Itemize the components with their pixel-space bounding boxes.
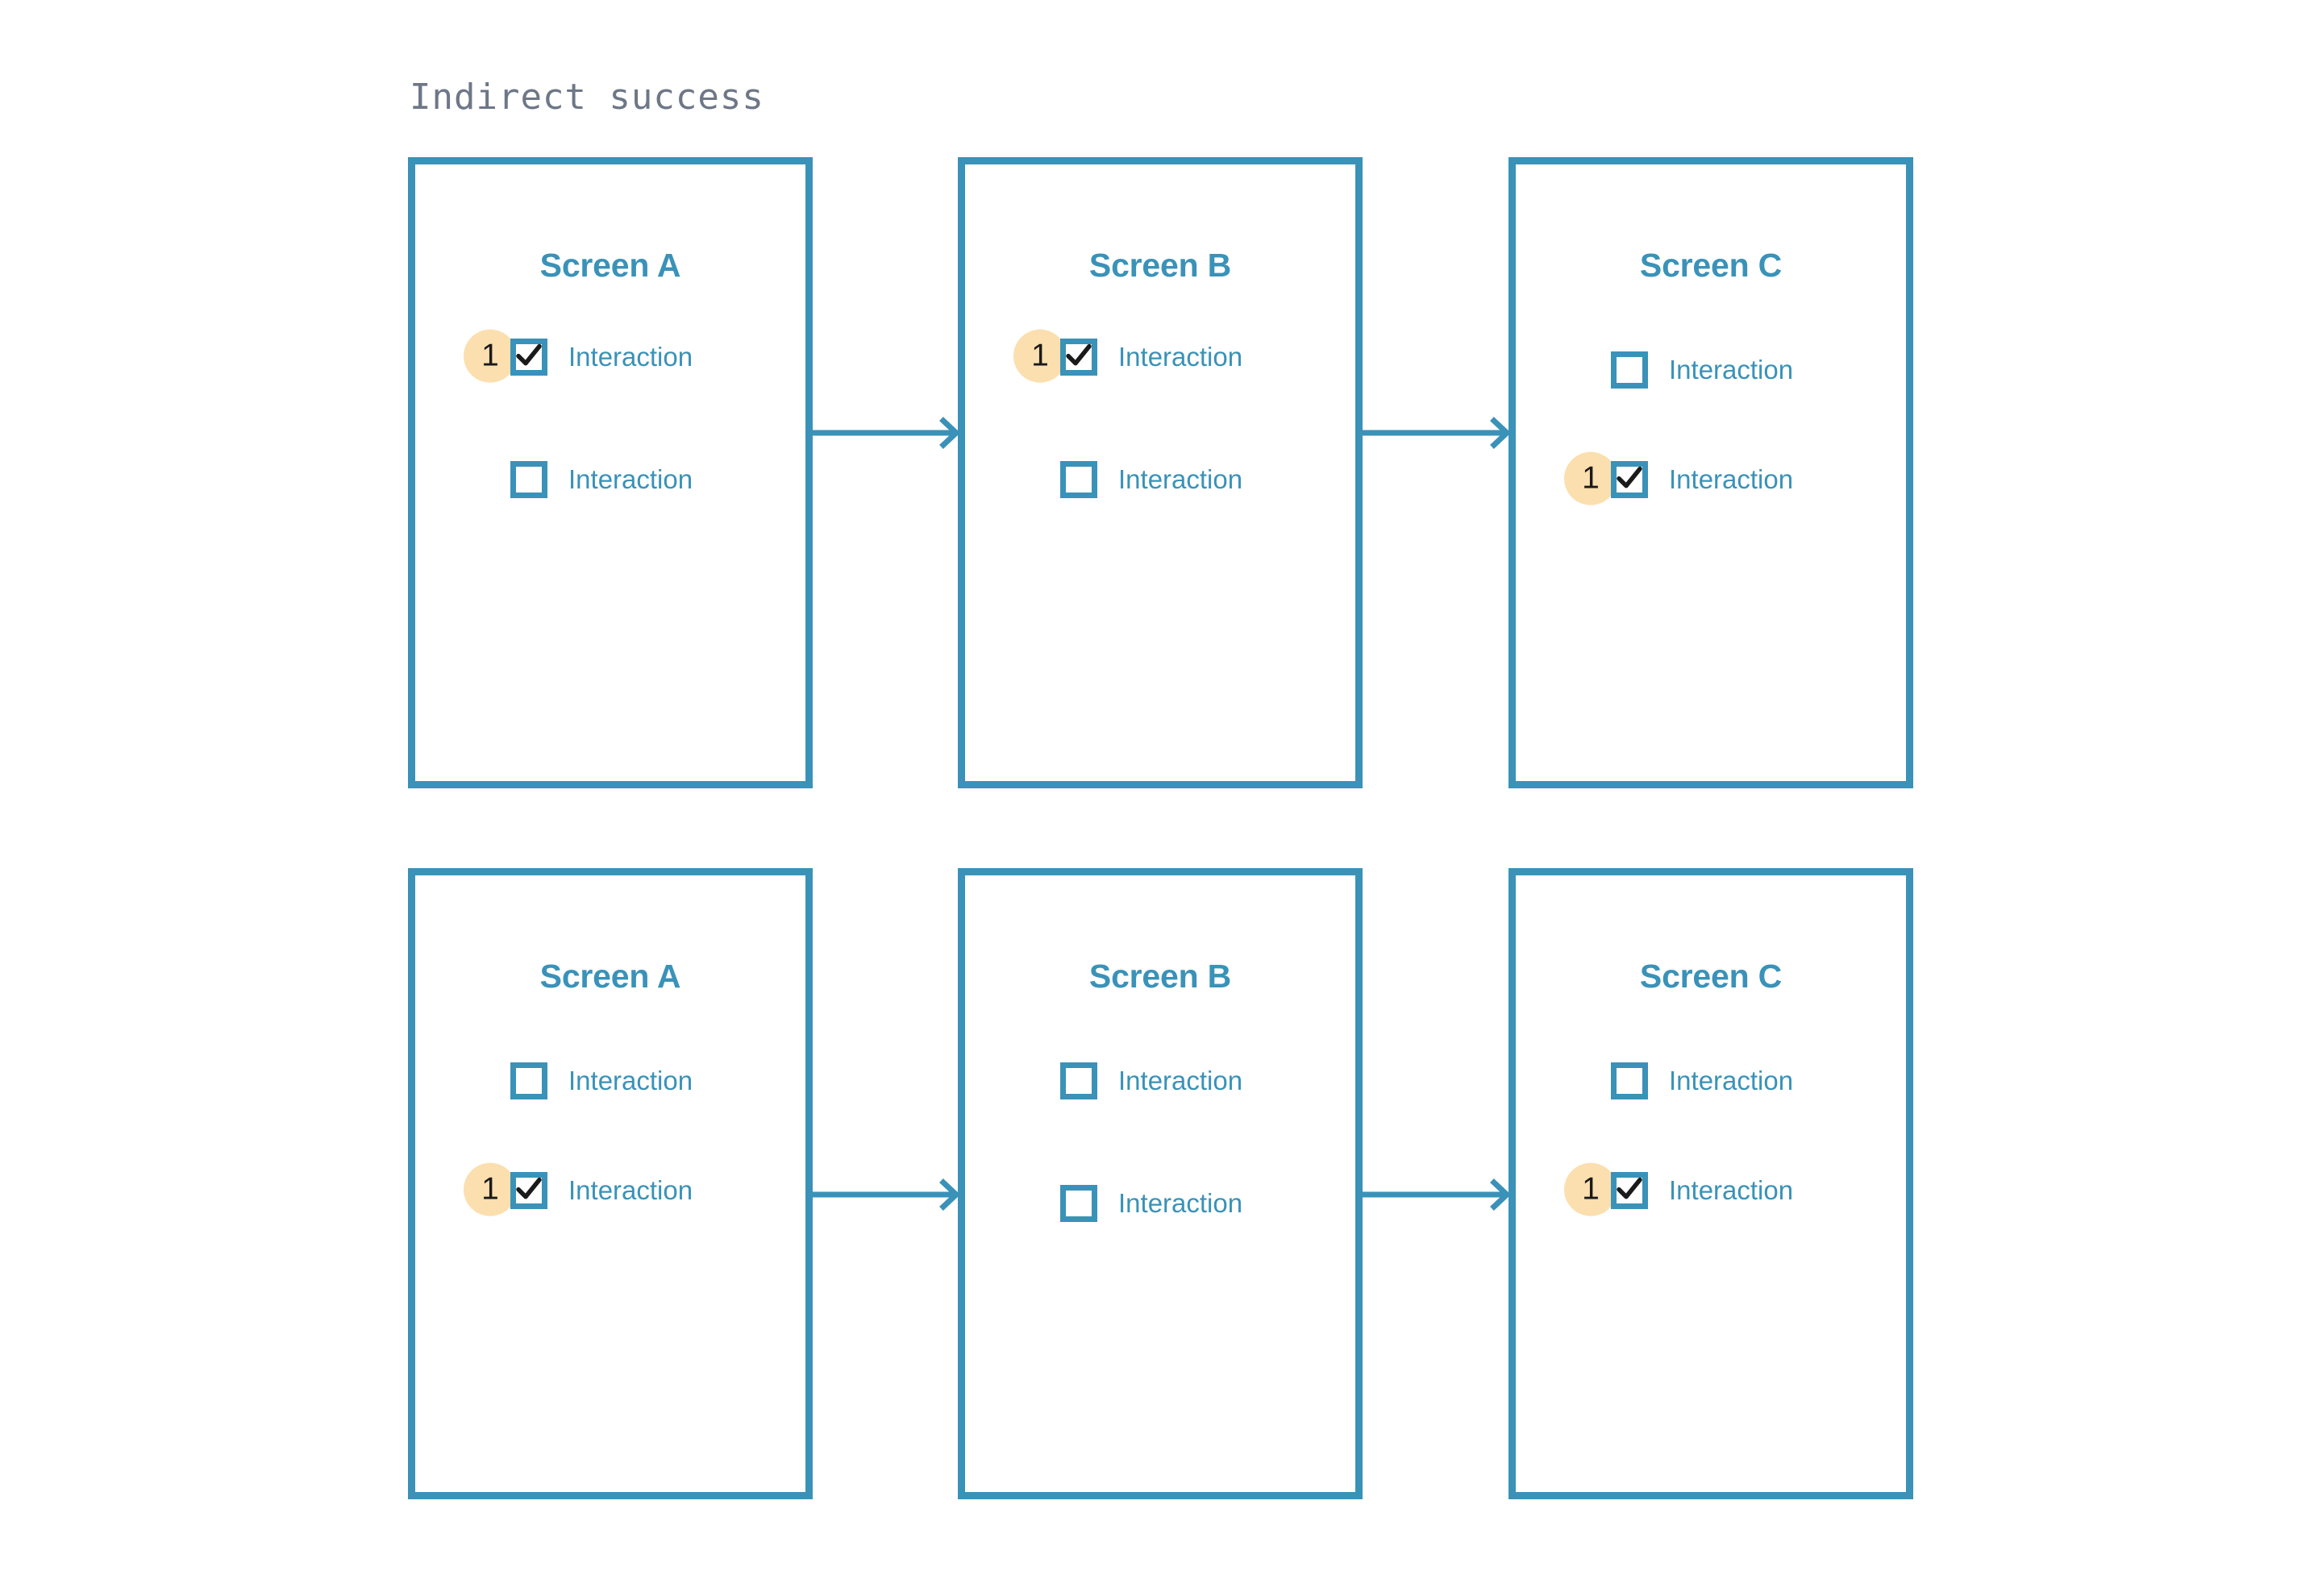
checkmark-icon — [1617, 1177, 1642, 1199]
checkbox-label: Interaction — [1669, 1175, 1794, 1205]
checkbox-list: Interaction 1 Interaction — [415, 1016, 805, 1249]
step-badge: 1 — [464, 329, 517, 383]
checkbox-checked[interactable] — [510, 339, 547, 376]
step-badge: 1 — [1564, 451, 1617, 505]
checkbox-row[interactable]: Interaction — [965, 1145, 1355, 1261]
checkbox-checked[interactable] — [1611, 461, 1648, 498]
checkmark-icon — [1066, 343, 1092, 366]
page-title: Indirect success — [410, 77, 764, 118]
checkbox-row[interactable]: Interaction — [415, 1023, 805, 1139]
checkmark-icon — [516, 1177, 542, 1199]
screen-card-screen-a: Screen A Interaction 1 Interaction — [408, 868, 813, 1499]
checkmark-icon — [516, 343, 542, 366]
arrow-b-to-c-icon — [1363, 1178, 1512, 1211]
checkbox-row[interactable]: Interaction — [965, 422, 1355, 538]
checkbox-unchecked[interactable] — [510, 1062, 547, 1099]
checkbox-row[interactable]: 1 Interaction — [1516, 422, 1906, 538]
checkbox-unchecked[interactable] — [1060, 461, 1097, 498]
checkbox-label: Interaction — [1118, 1188, 1243, 1218]
checkbox-checked[interactable] — [1060, 339, 1097, 376]
checkbox-label: Interaction — [568, 1175, 693, 1205]
screen-title: Screen C — [1639, 247, 1783, 284]
checkmark-icon — [1617, 466, 1642, 488]
checkbox-row[interactable]: Interaction — [1516, 1023, 1906, 1139]
checkbox-unchecked[interactable] — [1611, 1062, 1648, 1099]
arrow-b-to-c-icon — [1363, 417, 1512, 449]
checkbox-checked[interactable] — [1611, 1172, 1648, 1209]
checkbox-row[interactable]: Interaction — [415, 422, 805, 538]
checkbox-label: Interaction — [568, 1066, 693, 1095]
checkbox-row[interactable]: 1 Interaction — [965, 299, 1355, 415]
checkbox-label: Interaction — [568, 342, 693, 372]
checkbox-checked[interactable] — [510, 1172, 547, 1209]
arrow-a-to-b-icon — [813, 417, 961, 449]
checkbox-label: Interaction — [568, 464, 693, 494]
checkbox-row[interactable]: Interaction — [965, 1023, 1355, 1139]
checkbox-row[interactable]: 1 Interaction — [1516, 1133, 1906, 1249]
checkbox-label: Interaction — [1669, 355, 1794, 384]
screen-title: Screen B — [1088, 958, 1232, 995]
screen-title: Screen A — [539, 958, 681, 995]
step-badge: 1 — [1013, 329, 1067, 383]
checkbox-label: Interaction — [1669, 464, 1794, 494]
screen-title: Screen C — [1639, 958, 1783, 995]
screen-card-screen-c: Screen C Interaction 1 Interaction — [1508, 868, 1913, 1499]
step-badge: 1 — [464, 1162, 517, 1216]
screen-title: Screen A — [539, 247, 681, 284]
checkbox-list: Interaction 1 Interaction — [1516, 305, 1906, 538]
checkbox-unchecked[interactable] — [1611, 351, 1648, 389]
checkbox-label: Interaction — [1118, 464, 1243, 494]
checkbox-label: Interaction — [1118, 1066, 1243, 1095]
step-badge: 1 — [1564, 1162, 1617, 1216]
screen-card-screen-c: Screen C Interaction 1 Interaction — [1508, 157, 1913, 788]
checkbox-row[interactable]: 1 Interaction — [415, 299, 805, 415]
checkbox-unchecked[interactable] — [1060, 1185, 1097, 1222]
screen-title: Screen B — [1088, 247, 1232, 284]
arrow-a-to-b-icon — [813, 1178, 961, 1211]
checkbox-row[interactable]: Interaction — [1516, 312, 1906, 428]
checkbox-list: Interaction 1 Interaction — [1516, 1016, 1906, 1249]
checkbox-unchecked[interactable] — [510, 461, 547, 498]
checkbox-label: Interaction — [1118, 342, 1243, 372]
checkbox-unchecked[interactable] — [1060, 1062, 1097, 1099]
checkbox-row[interactable]: 1 Interaction — [415, 1133, 805, 1249]
checkbox-label: Interaction — [1669, 1066, 1794, 1095]
